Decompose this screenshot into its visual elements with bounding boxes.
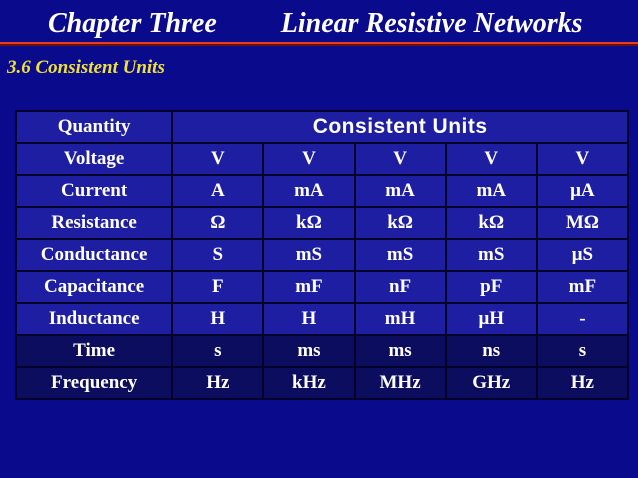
unit-cell: mS	[262, 238, 356, 272]
unit-cell: ns	[444, 334, 538, 368]
unit-cell: s	[171, 334, 265, 368]
unit-cell: V	[535, 142, 630, 176]
unit-cell: μA	[535, 174, 630, 208]
unit-cell: GHz	[444, 366, 538, 400]
unit-cell: V	[171, 142, 265, 176]
column-header-consistent-units: Consistent Units	[171, 110, 629, 144]
unit-cell: kΩ	[262, 206, 356, 240]
unit-cell: -	[535, 302, 630, 336]
unit-cell: kΩ	[353, 206, 447, 240]
table-row-resistance: Resistance Ω kΩ kΩ kΩ MΩ	[14, 206, 630, 240]
unit-cell: H	[262, 302, 356, 336]
row-label: Inductance	[14, 302, 174, 336]
table-row-inductance: Inductance H H mH μH -	[14, 302, 630, 336]
unit-cell: mF	[262, 270, 356, 304]
chapter-label: Chapter Three	[48, 8, 217, 39]
unit-cell: nF	[353, 270, 447, 304]
consistent-units-table: Quantity Consistent Units Voltage V V V …	[14, 110, 630, 400]
row-label: Frequency	[14, 366, 174, 400]
unit-cell: F	[171, 270, 265, 304]
red-divider-line	[0, 42, 638, 46]
unit-cell: V	[353, 142, 447, 176]
unit-cell: mH	[353, 302, 447, 336]
table-row-conductance: Conductance S mS mS mS μS	[14, 238, 630, 272]
unit-cell: Hz	[171, 366, 265, 400]
unit-cell: ms	[353, 334, 447, 368]
unit-cell: MHz	[353, 366, 447, 400]
table-row-time: Time s ms ms ns s	[14, 334, 630, 368]
column-header-quantity: Quantity	[14, 110, 174, 144]
row-label: Conductance	[14, 238, 174, 272]
table-row-current: Current A mA mA mA μA	[14, 174, 630, 208]
unit-cell: s	[535, 334, 630, 368]
unit-cell: mF	[535, 270, 630, 304]
row-label: Current	[14, 174, 174, 208]
row-label: Resistance	[14, 206, 174, 240]
unit-cell: A	[171, 174, 265, 208]
table-row-capacitance: Capacitance F mF nF pF mF	[14, 270, 630, 304]
table-row-frequency: Frequency Hz kHz MHz GHz Hz	[14, 366, 630, 400]
slide-title: Chapter Three Linear Resistive Networks	[48, 8, 628, 40]
course-title-label: Linear Resistive Networks	[280, 8, 583, 39]
row-label: Capacitance	[14, 270, 174, 304]
unit-cell: mS	[444, 238, 538, 272]
section-title: 3.6 Consistent Units	[7, 57, 165, 78]
unit-cell: ms	[262, 334, 356, 368]
unit-cell: Hz	[535, 366, 630, 400]
row-label: Time	[14, 334, 174, 368]
unit-cell: V	[444, 142, 538, 176]
table-header-row: Quantity Consistent Units	[14, 110, 629, 144]
unit-cell: MΩ	[535, 206, 630, 240]
unit-cell: kHz	[262, 366, 356, 400]
unit-cell: mA	[353, 174, 447, 208]
row-label: Voltage	[14, 142, 174, 176]
unit-cell: mA	[444, 174, 538, 208]
unit-cell: kΩ	[444, 206, 538, 240]
unit-cell: H	[171, 302, 265, 336]
unit-cell: mS	[353, 238, 447, 272]
unit-cell: μS	[535, 238, 630, 272]
table-row-voltage: Voltage V V V V V	[14, 142, 630, 176]
unit-cell: pF	[444, 270, 538, 304]
unit-cell: Ω	[171, 206, 265, 240]
unit-cell: V	[262, 142, 356, 176]
unit-cell: mA	[262, 174, 356, 208]
unit-cell: μH	[444, 302, 538, 336]
unit-cell: S	[171, 238, 265, 272]
